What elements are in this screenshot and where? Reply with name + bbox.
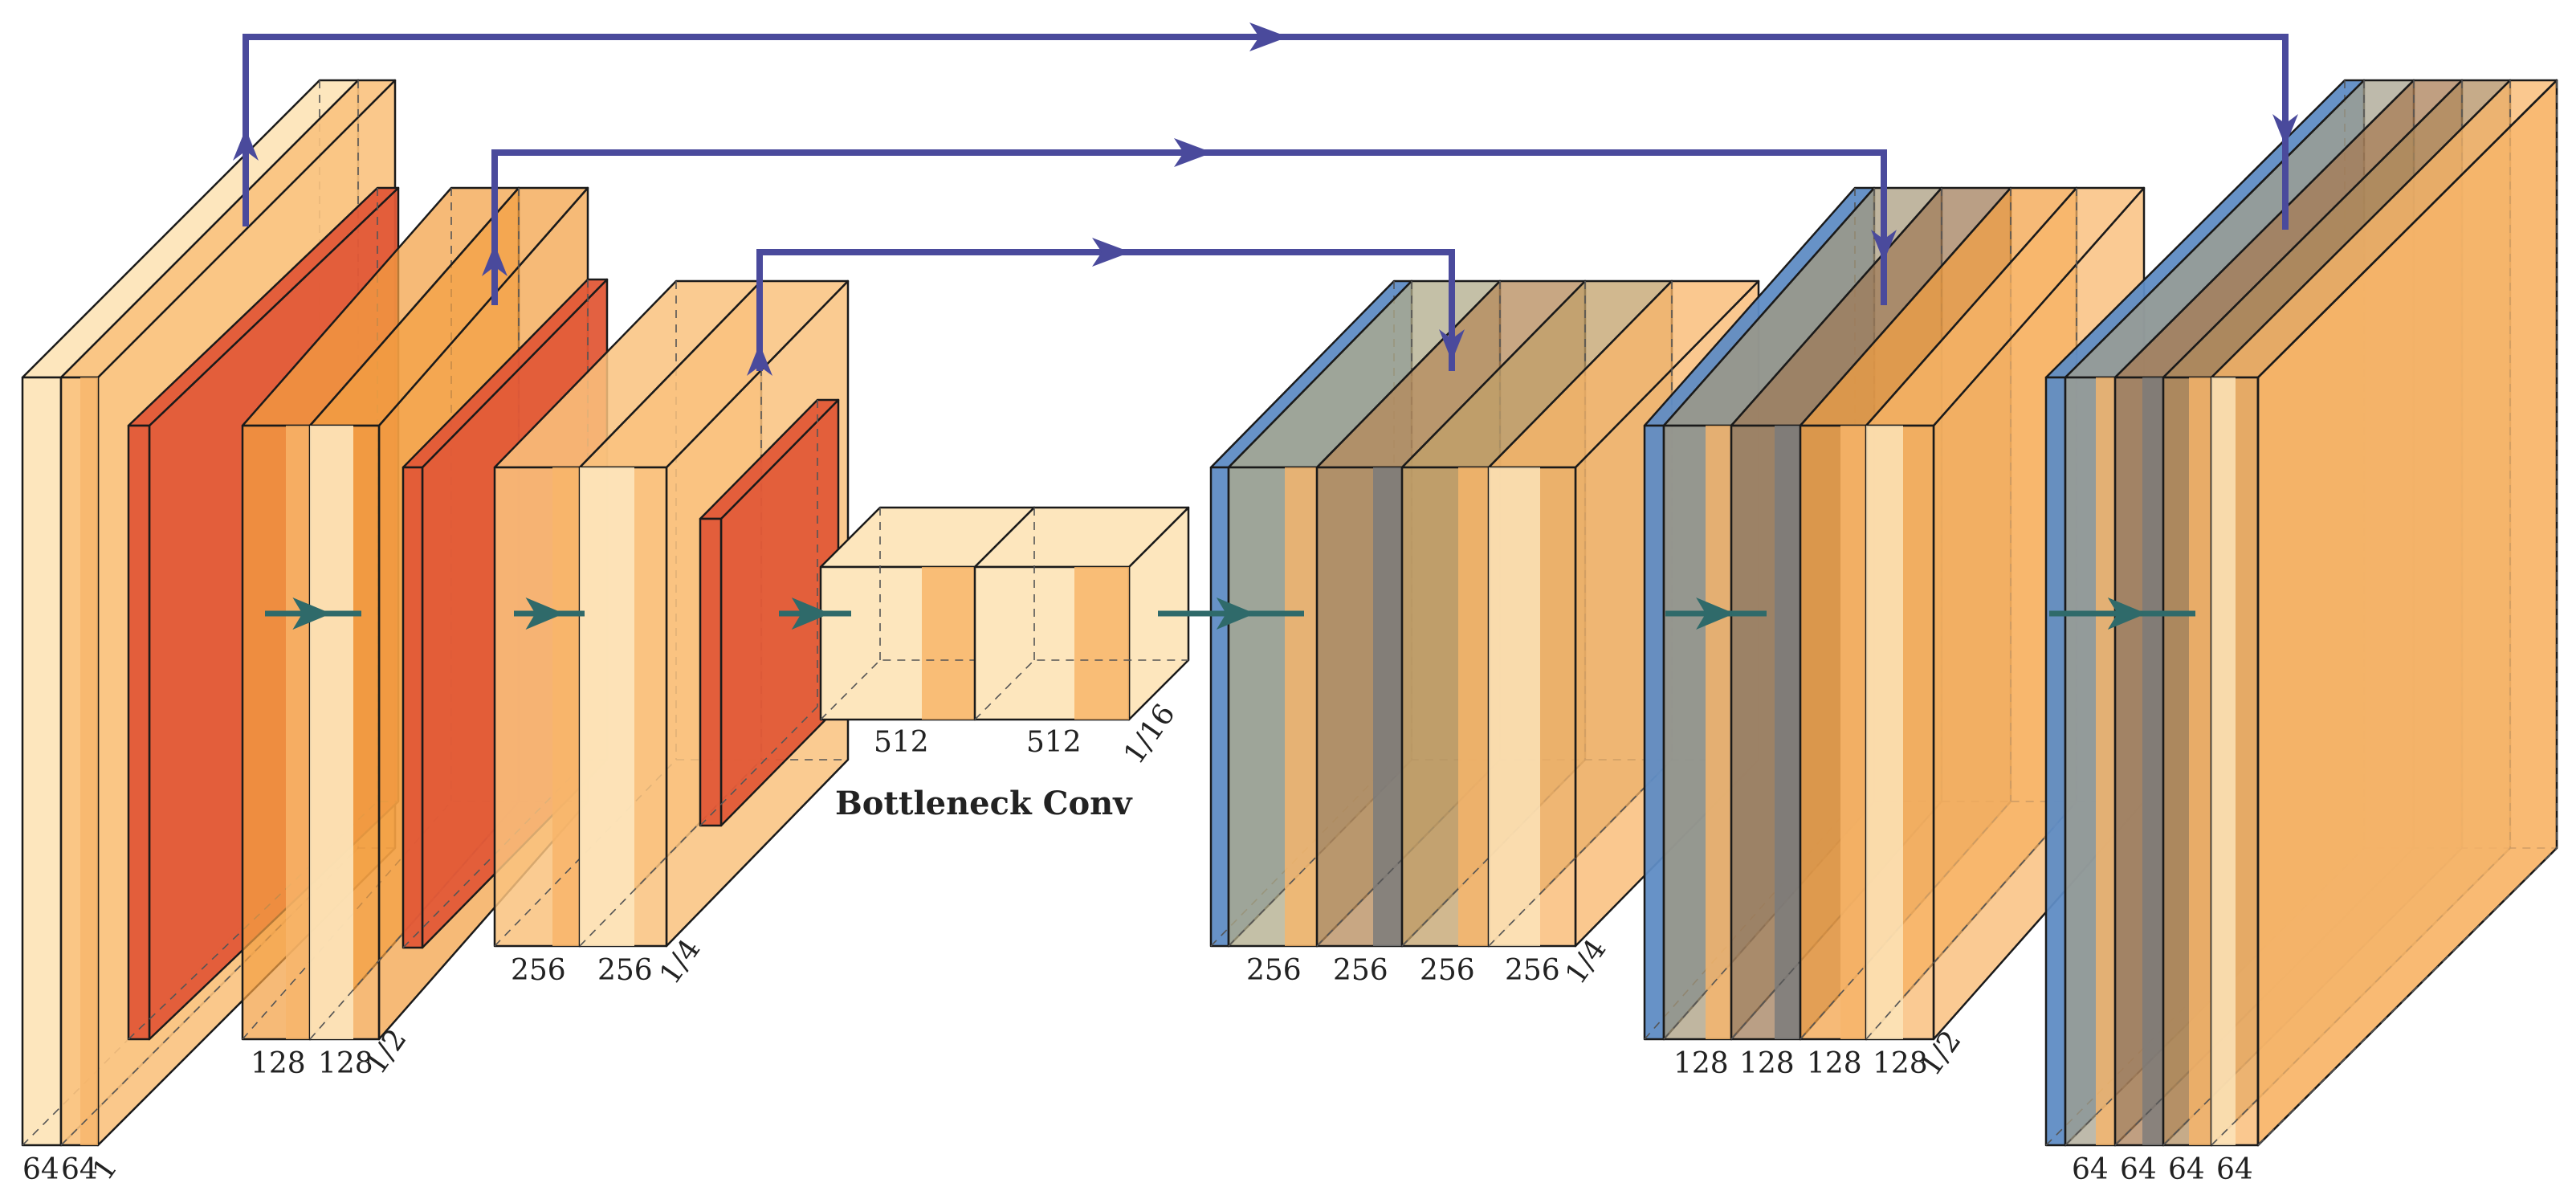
channel-label: 128 [318, 1047, 373, 1080]
slab-band [1458, 467, 1489, 946]
slab-band [1706, 426, 1731, 1039]
skip-arrow-icon [747, 238, 1465, 376]
slab-front [699, 517, 723, 827]
slab-band [1373, 467, 1402, 946]
skip-down-head [2272, 114, 2298, 146]
channel-label: 256 [1246, 954, 1302, 987]
skip-up-head [482, 244, 507, 276]
slab-band [552, 467, 580, 946]
channel-label: 64 [61, 1153, 98, 1186]
channel-label: 512 [1026, 726, 1082, 759]
flow-head [525, 597, 565, 630]
labels: 64 64 1 128 128 1/2 256 256 1/4 512 512 … [22, 698, 2253, 1186]
slab-band [1866, 426, 1903, 1039]
flow-arrow-icon [1158, 597, 1304, 630]
skip-connections [233, 22, 2298, 376]
slab-band [2189, 377, 2211, 1145]
slab-front [127, 424, 151, 1041]
flow-arrow-icon [779, 597, 851, 630]
channel-label: 256 [597, 954, 653, 987]
channel-label: 64 [2216, 1153, 2253, 1186]
dec1-output [2256, 79, 2558, 1147]
hidden-edge [2257, 847, 2558, 1146]
slab-front [401, 466, 424, 949]
bottleneck-title: Bottleneck Conv [835, 785, 1133, 822]
skip-down-head [1439, 329, 1465, 361]
slab-band [2142, 377, 2163, 1145]
channel-label: 128 [1739, 1047, 1795, 1080]
slab-band [80, 377, 98, 1145]
channel-label: 64 [2168, 1153, 2205, 1186]
slab-band [1285, 467, 1317, 946]
channel-label: 512 [874, 726, 929, 759]
slab-front [1209, 466, 1230, 948]
slab-front [21, 376, 63, 1147]
flow-arrow-icon [1665, 597, 1767, 630]
slab-band [1489, 467, 1540, 946]
channel-label: 256 [1420, 954, 1475, 987]
forward-flow-arrows [265, 597, 2195, 630]
skip-right-head [1092, 238, 1131, 267]
flow-arrow-icon [265, 597, 361, 630]
channel-label: 256 [1333, 954, 1388, 987]
flow-arrow-icon [2049, 597, 2195, 630]
channel-label: 64 [2120, 1153, 2157, 1186]
skip-up-head [747, 344, 772, 376]
skip-arrow-icon [482, 138, 1897, 305]
bottleneck-conv-b [973, 506, 1190, 721]
channel-label: 64 [22, 1153, 59, 1186]
skip-up-head [233, 128, 259, 161]
channel-label: 128 [1873, 1047, 1928, 1080]
channel-label: 128 [1673, 1047, 1729, 1080]
channel-label: 64 [2072, 1153, 2109, 1186]
skip-arrow-icon [233, 22, 2298, 230]
flow-head [1696, 597, 1735, 630]
slab-band [1840, 426, 1866, 1039]
slab-front [1643, 424, 1665, 1041]
channel-label: 128 [251, 1047, 306, 1080]
slab-band [2096, 377, 2115, 1145]
flow-head [292, 597, 332, 630]
flow-arrow-icon [514, 597, 585, 630]
slab-band [1074, 567, 1129, 720]
slab-band [580, 467, 634, 946]
channel-label: 256 [1505, 954, 1560, 987]
flow-head [1216, 597, 1255, 630]
skip-right-head [1174, 138, 1213, 167]
skip-right-head [1249, 22, 1288, 51]
flow-head [791, 597, 830, 630]
channel-label: 256 [511, 954, 566, 987]
slab-band [922, 567, 975, 720]
skip-down-head [1871, 230, 1897, 262]
slab-band [2211, 377, 2236, 1145]
channel-label: 128 [1807, 1047, 1862, 1080]
slab-band [286, 426, 310, 1039]
slab-front [2044, 376, 2067, 1147]
flow-head [2107, 597, 2146, 630]
slab-band [310, 426, 353, 1039]
slab-band [1775, 426, 1800, 1039]
